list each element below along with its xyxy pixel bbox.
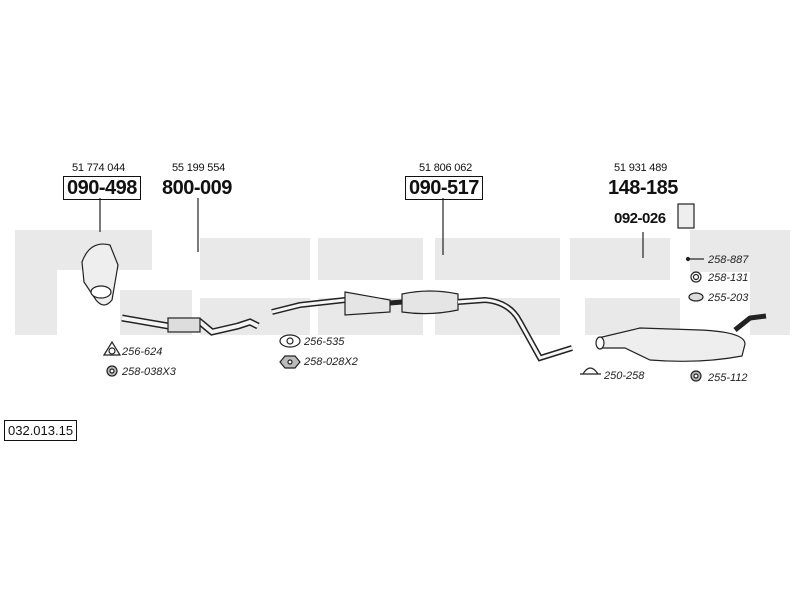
part-ref: 51 931 489 <box>614 162 668 174</box>
flex-pipe-part <box>167 317 201 333</box>
part-number[interactable]: 090-498 <box>63 176 141 200</box>
catalytic-converter-part <box>344 291 391 316</box>
accessory-label[interactable]: 258-038X3 <box>122 366 176 378</box>
part-number[interactable]: 148-185 <box>608 177 678 199</box>
part-number[interactable]: 090-517 <box>405 176 483 200</box>
accessory-label[interactable]: 255-112 <box>708 372 748 384</box>
accessory-label[interactable]: 258-028X2 <box>304 356 358 368</box>
middle-silencer-part <box>401 290 459 315</box>
rear-silencer-part <box>597 327 746 362</box>
accessory-label[interactable]: 258-887 <box>708 254 749 266</box>
watermark-logo <box>15 230 790 335</box>
accessory-label[interactable]: 258-131 <box>708 272 749 284</box>
part-ref: 55 199 554 <box>172 162 226 174</box>
accessory-label[interactable]: 255-203 <box>708 292 749 304</box>
accessory-label[interactable]: 256-624 <box>122 346 163 358</box>
part-number[interactable]: 800-009 <box>162 177 232 199</box>
accessory-label[interactable]: 250-258 <box>604 370 645 382</box>
part-ref: 51 774 044 <box>72 162 126 174</box>
accessory-label[interactable]: 256-535 <box>304 336 345 348</box>
diagram-code: 032.013.15 <box>4 420 78 441</box>
bracket-part-number[interactable]: 092-026 <box>614 210 666 227</box>
bracket-part <box>677 203 695 229</box>
part-ref: 51 806 062 <box>419 162 473 174</box>
